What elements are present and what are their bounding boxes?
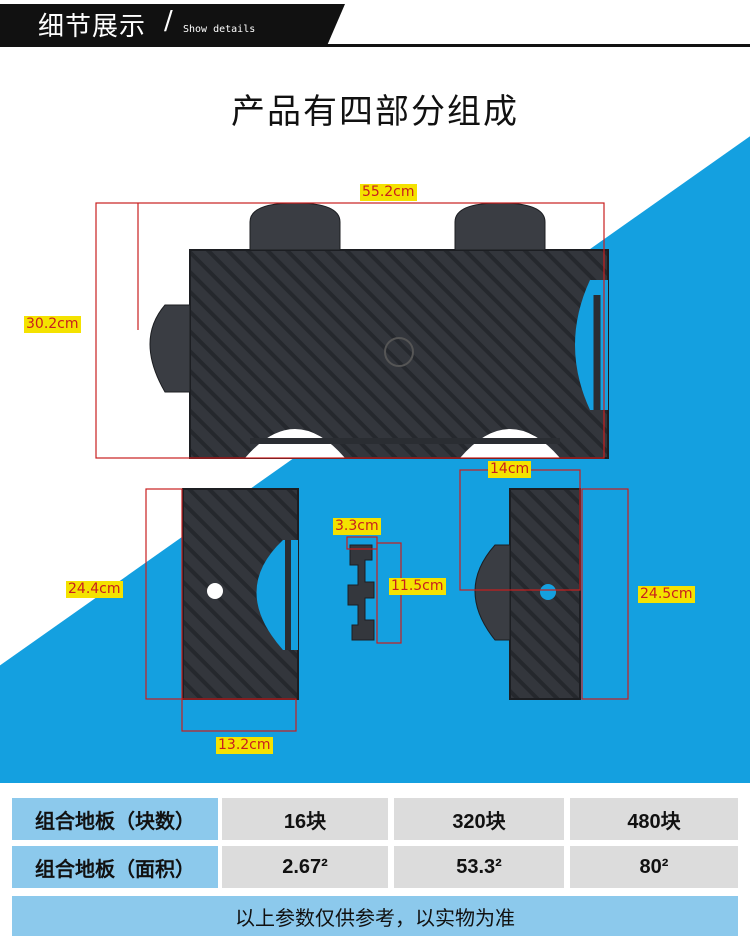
row1-value-2: 320块 xyxy=(394,798,564,840)
row2-value-1: 2.67² xyxy=(222,846,388,888)
big-plate xyxy=(149,202,609,459)
row2-value-2: 53.3² xyxy=(394,846,564,888)
header-slash: / xyxy=(164,6,173,36)
dim-label-left-piece-height: 24.4cm xyxy=(66,581,123,598)
connector-piece xyxy=(347,544,375,641)
dim-box-left-height xyxy=(145,488,183,700)
row1-label: 组合地板（块数） xyxy=(12,798,218,840)
dim-label-connector-width: 3.3cm xyxy=(333,518,381,535)
header-black-tab xyxy=(0,4,345,44)
dim-label-right-piece-height: 24.5cm xyxy=(638,586,695,603)
spec-table: 组合地板（块数） 16块 320块 480块 组合地板（面积） 2.67² 53… xyxy=(0,786,750,939)
row2-label: 组合地板（面积） xyxy=(12,846,218,888)
main-title: 产品有四部分组成 xyxy=(231,92,519,132)
right-edge-piece xyxy=(474,488,581,700)
dim-box-big xyxy=(95,202,605,459)
dim-label-width-top: 55.2cm xyxy=(360,184,417,201)
dim-label-right-piece-width: 14cm xyxy=(488,461,532,478)
dim-label-connector-height: 11.5cm xyxy=(389,578,446,595)
row1-value-1: 16块 xyxy=(222,798,388,840)
assembled-floor-plate-image xyxy=(95,202,629,732)
header-divider xyxy=(0,44,750,47)
header-subtitle: Show details xyxy=(183,24,256,35)
header-banner: 细节展示 / Show details xyxy=(0,0,750,48)
product-showcase-area xyxy=(0,48,750,783)
dim-label-left-piece-width: 13.2cm xyxy=(216,737,273,754)
table-footer-note: 以上参数仅供参考，以实物为准 xyxy=(12,896,738,936)
dim-box-right-height xyxy=(581,488,629,700)
dim-box-left-width xyxy=(181,698,297,732)
row2-value-3: 80² xyxy=(570,846,738,888)
dim-label-height-left: 30.2cm xyxy=(24,316,81,333)
left-edge-piece xyxy=(182,488,299,700)
header-title: 细节展示 xyxy=(38,12,147,42)
row1-value-3: 480块 xyxy=(570,798,738,840)
